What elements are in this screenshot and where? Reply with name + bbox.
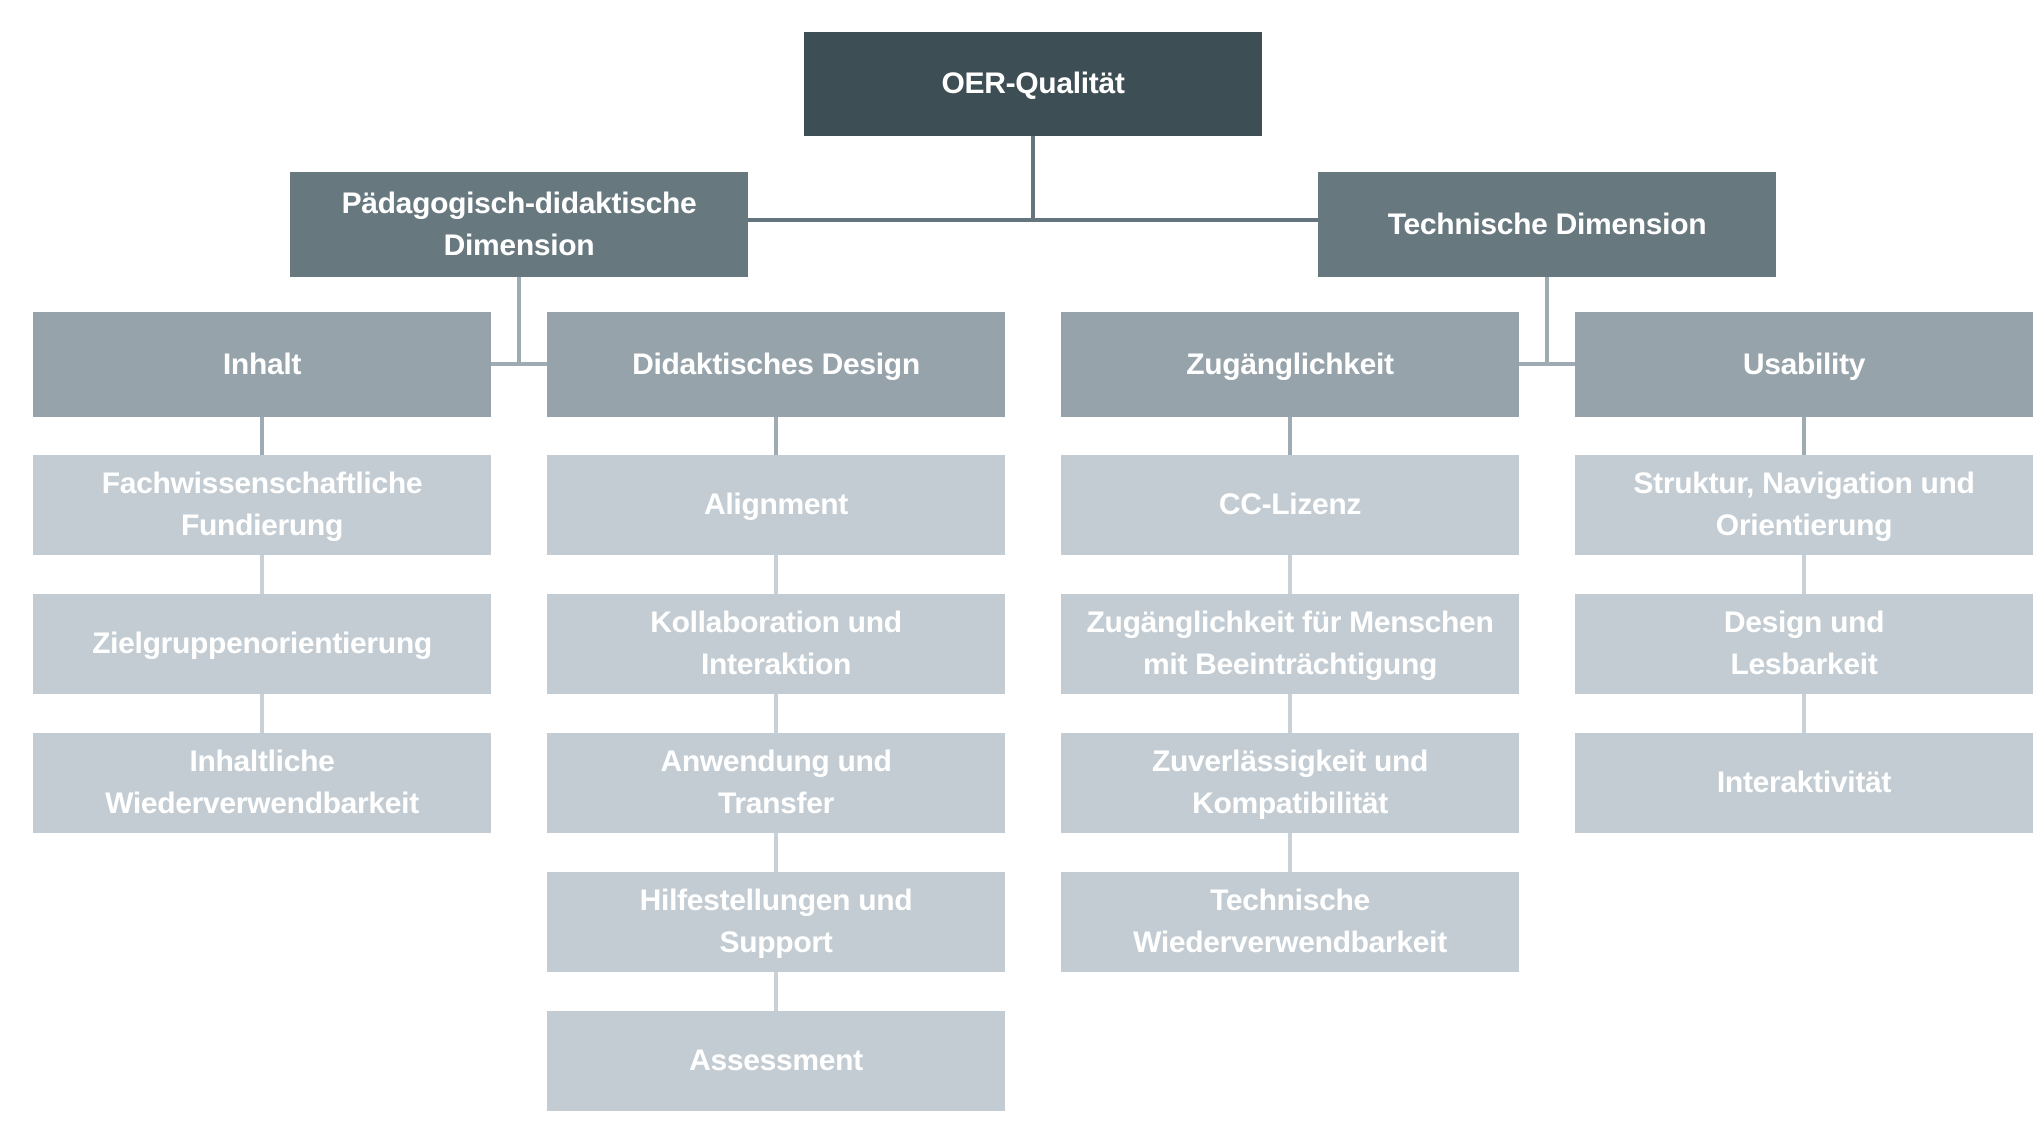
connector-paed-stub [491,362,547,366]
node-inhalt: Inhalt [33,312,491,417]
node-zuverlaessigkeit-und-kompatibilitaet: Zuverlässigkeit und Kompatibilität [1061,733,1519,833]
node-cc-lizenz: CC-Lizenz [1061,455,1519,555]
connector-col1-1 [260,555,264,594]
connector-col1-2 [260,694,264,733]
node-technische-wiederverwendbarkeit: Technische Wiederverwendbarkeit [1061,872,1519,972]
node-kollaboration-und-interaktion: Kollaboration und Interaktion [547,594,1005,694]
connector-col2-1 [774,555,778,594]
node-zugaenglichkeit-fuer-menschen: Zugänglichkeit für Menschen mit Beeinträ… [1061,594,1519,694]
node-anwendung-und-transfer: Anwendung und Transfer [547,733,1005,833]
node-assessment: Assessment [547,1011,1005,1111]
connector-paed-drop [517,277,521,366]
connector-root-horizontal [748,218,1318,222]
node-paedagogisch-didaktische-dimension: Pädagogisch-didaktische Dimension [290,172,748,277]
connector-col2-0 [774,417,778,455]
node-zugaenglichkeit: Zugänglichkeit [1061,312,1519,417]
connector-col2-3 [774,833,778,872]
node-fachwissenschaftliche-fundierung: Fachwissenschaftliche Fundierung [33,455,491,555]
node-didaktisches-design: Didaktisches Design [547,312,1005,417]
node-inhaltliche-wiederverwendbarkeit: Inhaltliche Wiederverwendbarkeit [33,733,491,833]
connector-col4-2 [1802,694,1806,733]
connector-tech-drop [1545,277,1549,366]
node-struktur-navigation-orientierung: Struktur, Navigation und Orientierung [1575,455,2033,555]
connector-col3-1 [1288,555,1292,594]
connector-col3-2 [1288,694,1292,733]
node-alignment: Alignment [547,455,1005,555]
connector-col1-0 [260,417,264,455]
node-design-und-lesbarkeit: Design und Lesbarkeit [1575,594,2033,694]
connector-col4-0 [1802,417,1806,455]
connector-col3-0 [1288,417,1292,455]
connector-col2-2 [774,694,778,733]
node-hilfestellungen-und-support: Hilfestellungen und Support [547,872,1005,972]
connector-col3-3 [1288,833,1292,872]
node-technische-dimension: Technische Dimension [1318,172,1776,277]
connector-root-drop [1031,136,1035,222]
node-oer-qualitaet: OER-Qualität [804,32,1262,136]
connector-col2-4 [774,972,778,1011]
connector-col4-1 [1802,555,1806,594]
node-zielgruppenorientierung: Zielgruppenorientierung [33,594,491,694]
connector-tech-stub [1519,362,1575,366]
node-interaktivitaet: Interaktivität [1575,733,2033,833]
node-usability: Usability [1575,312,2033,417]
